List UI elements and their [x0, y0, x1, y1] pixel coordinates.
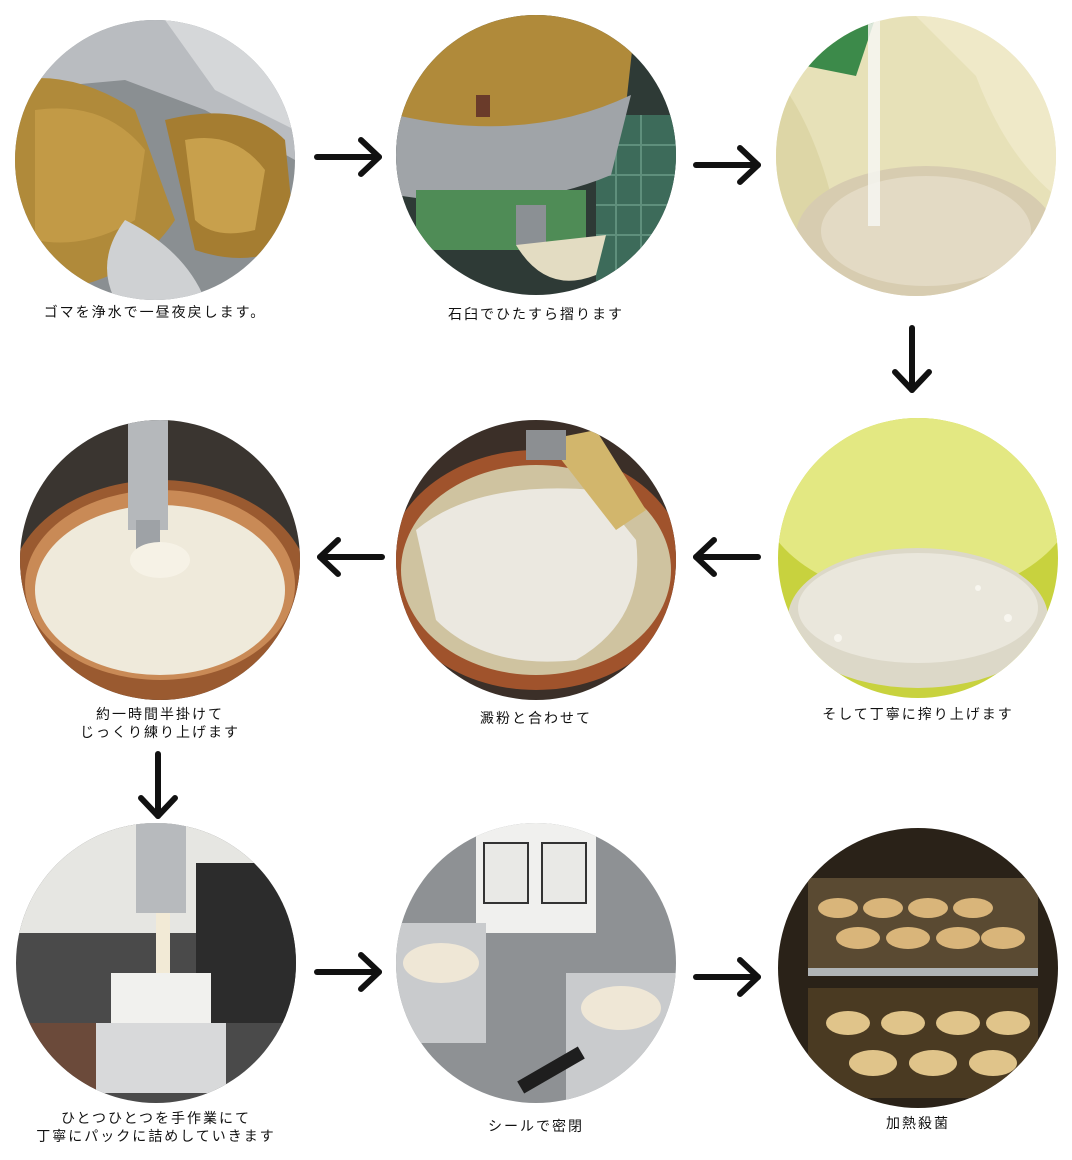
photo-squeezed-milk — [778, 418, 1058, 698]
step-caption: 石臼でひたすら摺ります — [448, 307, 624, 323]
photo-heat-sterilization — [778, 828, 1058, 1108]
arrow-right-icon — [313, 135, 385, 179]
photo-kneading — [20, 420, 300, 700]
photo-filling-cups — [16, 823, 296, 1103]
arrow-left-icon — [314, 535, 386, 579]
step-caption: 加熱殺菌 — [886, 1116, 950, 1132]
arrow-down-icon — [136, 750, 180, 822]
step-caption: ひとつひとつを手作業にて 丁寧にパックに詰めしていきます — [36, 1111, 276, 1145]
photo-sealing — [396, 823, 676, 1103]
photo-soaking-sesame — [15, 20, 295, 300]
arrow-right-icon — [313, 950, 385, 994]
step-caption: そして丁寧に搾り上げます — [822, 707, 1014, 723]
arrow-down-icon — [890, 324, 934, 396]
arrow-right-icon — [692, 143, 764, 187]
arrow-left-icon — [690, 535, 762, 579]
step-caption: ゴマを浄水で一昼夜戻します。 — [43, 305, 267, 321]
step-caption: 約一時間半掛けて じっくり練り上げます — [80, 707, 240, 741]
step-caption: シールで密閉 — [488, 1119, 584, 1135]
photo-stone-mill — [396, 15, 676, 295]
arrow-right-icon — [692, 955, 764, 999]
photo-water-pouring — [776, 16, 1056, 296]
step-caption: 澱粉と合わせて — [480, 711, 592, 727]
photo-starch-mixing — [396, 420, 676, 700]
